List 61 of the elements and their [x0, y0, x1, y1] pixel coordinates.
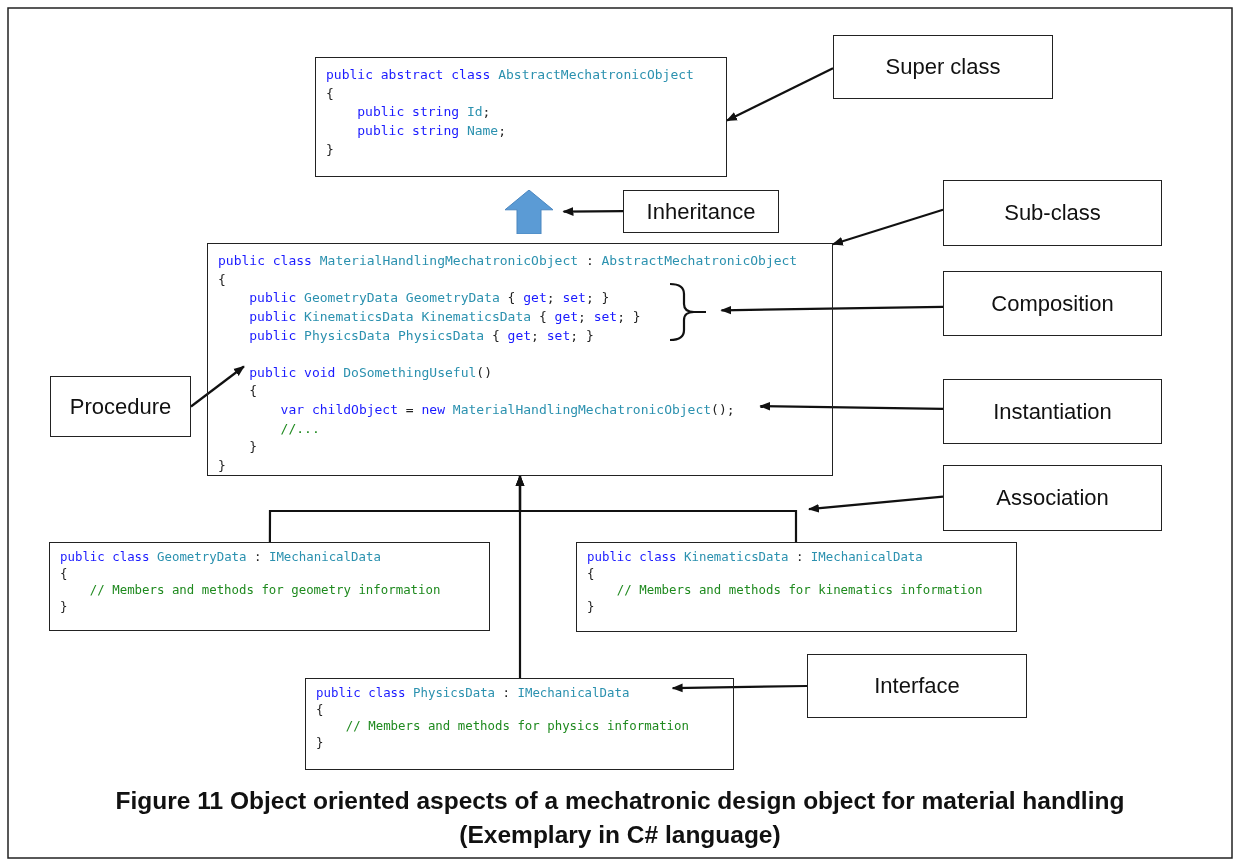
code-line: public abstract class AbstractMechatronicObject — [326, 66, 694, 84]
arrow — [759, 401, 943, 411]
callout-label: Sub-class — [1004, 200, 1101, 226]
code-line: { — [249, 382, 258, 401]
code-line: } — [587, 598, 595, 615]
code-box — [49, 542, 490, 631]
arrow — [671, 683, 807, 693]
callout-box — [50, 376, 191, 437]
arrow — [562, 207, 623, 216]
block-arrow — [505, 190, 553, 234]
code-line: { — [326, 84, 334, 103]
code-line: { — [218, 270, 226, 289]
callout-box — [833, 35, 1053, 99]
arrow — [726, 67, 834, 122]
code-line: var childObject = new MaterialHandlingMechatronicObject(); — [280, 400, 735, 419]
code-line: public class GeometryData : IMechanicalData — [60, 549, 381, 566]
callout-label: Interface — [874, 673, 960, 699]
code-line: // Members and methods for physics information — [345, 718, 689, 735]
code-box — [315, 57, 727, 177]
code-line: // Members and methods for kinematics information — [616, 582, 983, 599]
arrow — [831, 208, 944, 246]
code-line: // Members and methods for geometry information — [89, 582, 441, 599]
code-line: { — [316, 701, 324, 718]
code-line: } — [316, 734, 324, 751]
curly-brace — [667, 281, 708, 342]
code-line: } — [249, 438, 258, 457]
callout-box — [943, 180, 1162, 246]
callout-box — [943, 271, 1162, 336]
callout-label: Association — [996, 485, 1109, 511]
arrow — [190, 365, 245, 408]
callout-box — [807, 654, 1027, 718]
code-line: public class KinematicsData : IMechanicalData — [587, 549, 923, 566]
code-line: public class MaterialHandlingMechatronicObject : AbstractMechatronicObject — [218, 252, 798, 270]
code-line: public void DoSomethingUseful() — [249, 363, 492, 382]
code-line: } — [60, 598, 68, 615]
code-line: { — [60, 565, 68, 582]
callout-label: Inheritance — [646, 198, 756, 225]
callout-box — [943, 379, 1162, 444]
arrow — [515, 474, 525, 678]
code-line: } — [326, 140, 334, 159]
arrow — [807, 495, 944, 513]
figure-caption: Figure 11 Object oriented aspects of a mechatronic design object for material handling (Exemplary in C# language) — [114, 786, 1126, 850]
code-line: public KinematicsData KinematicsData { get; set; } — [249, 308, 641, 327]
code-box — [305, 678, 734, 770]
callout-label: Procedure — [69, 393, 172, 420]
callout-label: Super class — [885, 54, 1001, 80]
code-box — [576, 542, 1017, 632]
code-line: public PhysicsData PhysicsData { get; set; } — [249, 326, 594, 345]
arrow — [720, 305, 943, 315]
callout-box — [623, 190, 779, 233]
code-line: public GeometryData GeometryData { get; set; } — [249, 289, 610, 308]
code-line: } — [218, 457, 226, 476]
code-line: { — [587, 565, 595, 582]
code-line: //... — [280, 419, 320, 438]
code-line: public string Id; — [357, 103, 491, 122]
code-line: public class PhysicsData : IMechanicalData — [316, 685, 630, 702]
code-box — [207, 243, 833, 476]
callout-label: Composition — [991, 290, 1114, 317]
callout-box — [943, 465, 1162, 531]
code-line: public string Name; — [357, 122, 507, 141]
callout-label: Instantiation — [993, 398, 1112, 425]
